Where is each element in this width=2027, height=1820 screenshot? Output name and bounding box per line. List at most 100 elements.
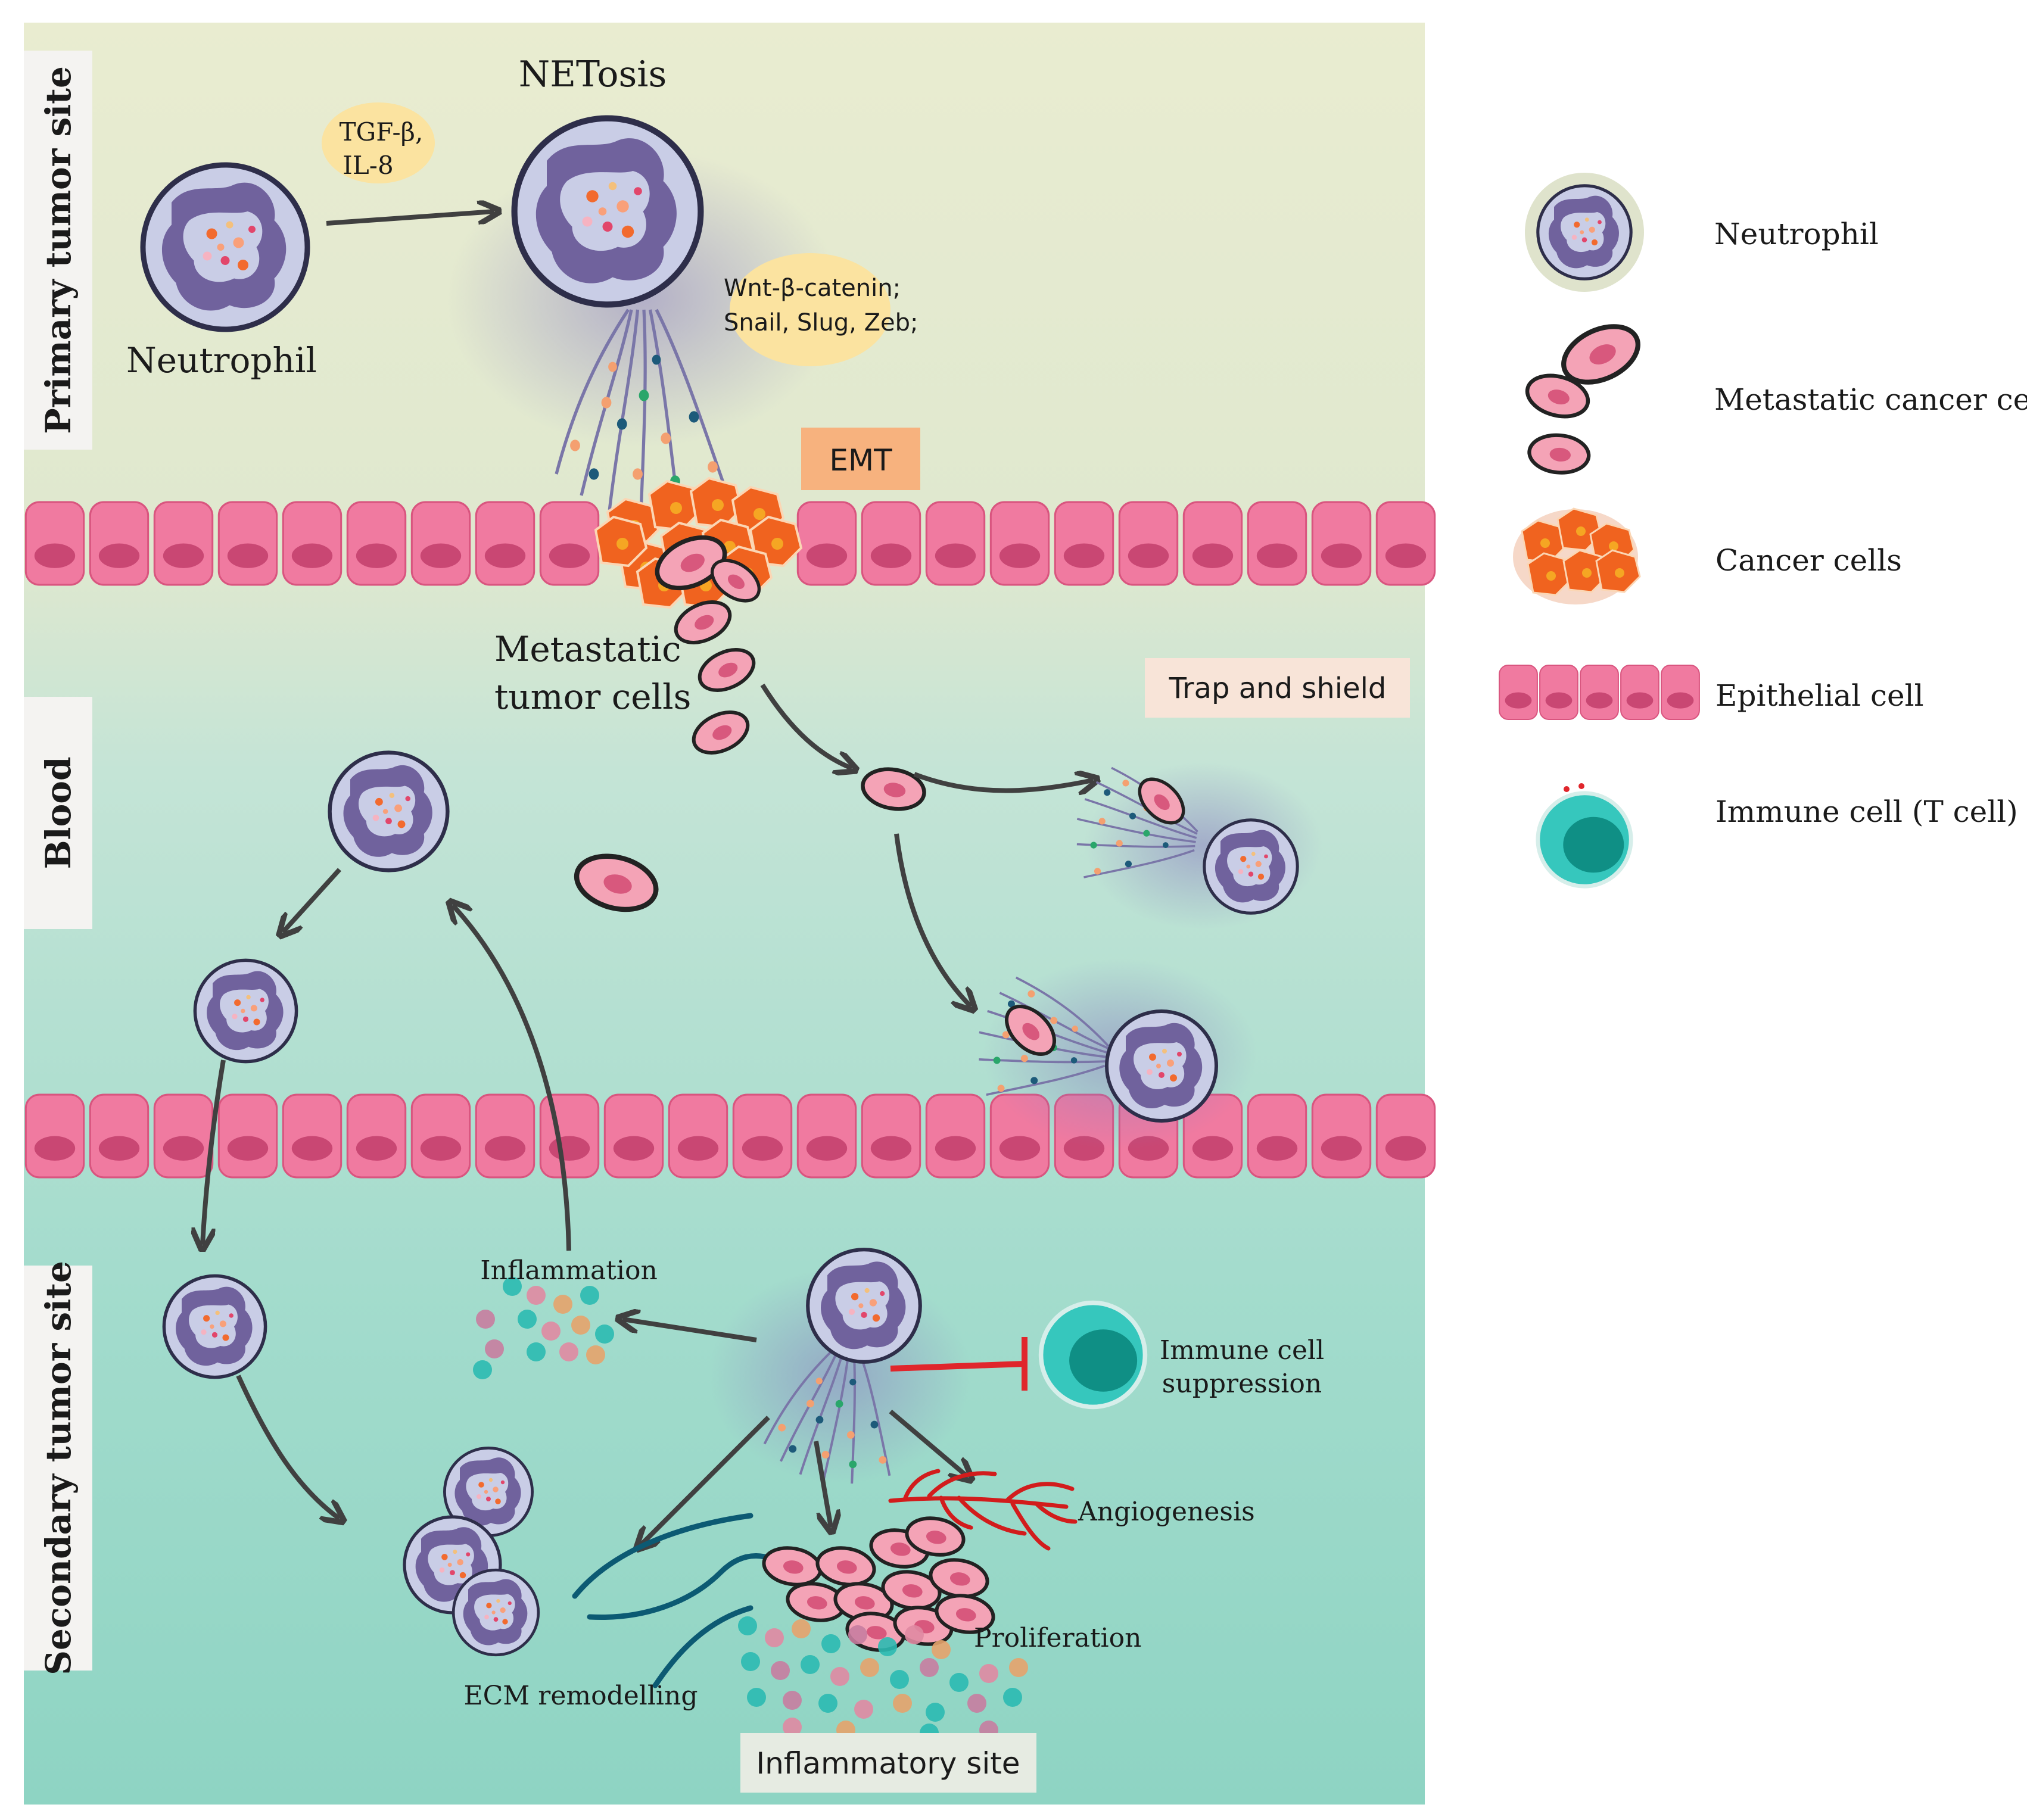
trap-complex-lower xyxy=(967,959,1257,1149)
cytokine-particle xyxy=(476,1310,495,1329)
cytokine-particle xyxy=(527,1286,546,1305)
epithelial-cell-icon xyxy=(1620,665,1659,720)
metastatic-label-line2: tumor cells xyxy=(494,677,691,717)
epithelial-cell-icon xyxy=(861,1093,921,1179)
epithelial-cell-icon xyxy=(89,1093,150,1179)
epithelial-cell-icon xyxy=(861,501,921,586)
cancer-cell-nucleus xyxy=(712,499,724,511)
legend-item-epithelial: Epithelial cell xyxy=(1499,665,1924,720)
trap-shield-box xyxy=(1145,658,1410,718)
epithelial-cell-icon xyxy=(410,501,471,586)
angiogenesis-label: Angiogenesis xyxy=(1078,1497,1255,1527)
cytokine-particle xyxy=(738,1616,757,1635)
cytokine-particle xyxy=(905,1625,924,1644)
metastatic-cancer-cell-icon xyxy=(1514,411,1604,497)
cancer-cell-nucleus xyxy=(616,538,628,550)
region-label-secondary: Secondary tumor site xyxy=(24,1261,92,1675)
epithelial-cell-icon xyxy=(1539,665,1578,720)
legend-label: Neutrophil xyxy=(1714,217,1879,251)
wnt-bubble xyxy=(730,253,890,366)
arrow-inflammation-recirculation xyxy=(453,905,571,1251)
netosis-label: NETosis xyxy=(519,54,667,95)
cytokine-particle xyxy=(586,1345,605,1364)
emt-label: EMT xyxy=(829,443,892,478)
inhibition-line xyxy=(890,1361,1025,1372)
arrow-recruit-cluster xyxy=(236,1375,340,1519)
blood-neutrophil-icon xyxy=(195,960,296,1061)
arrow-to-proliferation xyxy=(814,1441,831,1528)
arrow-to-trap-upper xyxy=(913,774,1093,791)
trap-shield-label: Trap and shield xyxy=(1169,672,1387,705)
epithelial-cell-icon xyxy=(1247,1093,1307,1179)
epithelial-cell-icon xyxy=(1054,501,1114,586)
cytokine-particle xyxy=(830,1667,849,1686)
blood-vessel-branches xyxy=(888,1469,1078,1551)
neutrophil-icon xyxy=(143,165,307,329)
cytokine-particle xyxy=(553,1295,572,1314)
cytokine-particle xyxy=(783,1718,802,1737)
legend: Neutrophil Metastatic cancer cell Cancer… xyxy=(1499,173,2027,886)
cancer-cell-nucleus xyxy=(1609,541,1618,551)
wnt-label-line2: Snail, Slug, Zeb; xyxy=(724,309,918,336)
cytokine-particle xyxy=(747,1688,766,1707)
epithelial-cell-icon xyxy=(989,501,1050,586)
epithelial-cell-icon xyxy=(217,501,278,586)
region-primary-text: Primary tumor site xyxy=(38,66,79,434)
epithelial-cell-icon xyxy=(539,1093,600,1179)
cytokine-particle xyxy=(473,1360,492,1379)
epithelial-cell-icon xyxy=(1580,665,1619,720)
tgf-label-line2: IL-8 xyxy=(342,151,393,180)
epithelial-cell-icon xyxy=(346,501,407,586)
cytokine-particle xyxy=(893,1694,912,1713)
cancer-cell-nucleus xyxy=(670,502,682,514)
immune-cell-icon xyxy=(1538,793,1631,886)
epithelial-cell-icon xyxy=(24,501,85,586)
cancer-cell-nucleus xyxy=(753,508,765,520)
region-label-blood: Blood xyxy=(24,697,92,929)
neutrophil-label: Neutrophil xyxy=(126,340,317,381)
inflammation-particles xyxy=(473,1277,614,1379)
epithelial-cell-icon xyxy=(1247,501,1307,586)
inflammation-label: Inflammation xyxy=(480,1255,658,1286)
cytokine-particle xyxy=(485,1339,504,1358)
epithelial-cell-icon xyxy=(732,1093,793,1179)
arrow-to-ecm xyxy=(640,1416,770,1545)
region-secondary-text: Secondary tumor site xyxy=(38,1261,79,1675)
cytokine-particle xyxy=(890,1670,909,1689)
metastatic-label-line1: Metastatic xyxy=(494,629,681,669)
epithelial-cell-icon xyxy=(539,501,600,586)
immune-suppression-line2: suppression xyxy=(1162,1369,1322,1399)
epithelial-cell-icon xyxy=(217,1093,278,1179)
epithelial-cell-icon xyxy=(603,1093,664,1179)
cytokine-particle xyxy=(1003,1688,1022,1707)
epithelial-cell-icon xyxy=(1311,501,1372,586)
cytokine-particle xyxy=(920,1658,939,1677)
epithelial-cell-icon xyxy=(925,1093,986,1179)
epithelial-cell-icon xyxy=(475,1093,535,1179)
epithelial-cell-icon xyxy=(282,501,342,586)
epithelial-cell-icon xyxy=(1375,501,1436,586)
trap-complex-upper xyxy=(1066,762,1322,929)
cytokine-particle xyxy=(932,1640,951,1659)
cytokine-particle xyxy=(821,1634,840,1653)
cytokine-particle xyxy=(1009,1658,1028,1677)
legend-label: Metastatic cancer cell xyxy=(1714,382,2027,417)
epithelial-cell-icon xyxy=(153,1093,214,1179)
cytokine-particle xyxy=(926,1703,945,1722)
cancer-cell-nucleus xyxy=(1540,538,1550,548)
epithelial-cell-icon xyxy=(1118,501,1179,586)
cytokine-particle xyxy=(765,1628,784,1647)
epithelial-cell-icon xyxy=(153,501,214,586)
cytokine-particle xyxy=(878,1637,897,1656)
arrow-to-inflammation xyxy=(622,1319,757,1342)
epithelial-cell-icon xyxy=(668,1093,728,1179)
cytokine-particle xyxy=(559,1342,578,1361)
epithelial-cell-icon xyxy=(796,1093,857,1179)
emt-box xyxy=(801,428,920,490)
epithelial-cell-icon xyxy=(1499,665,1538,720)
arrow-to-blood-cell xyxy=(760,683,852,768)
epithelial-cell-icon xyxy=(1311,1093,1372,1179)
cancer-cell-nucleus xyxy=(1576,526,1586,536)
arrow-to-angiogenesis xyxy=(889,1409,968,1477)
cancer-cell-nucleus xyxy=(1615,568,1624,578)
